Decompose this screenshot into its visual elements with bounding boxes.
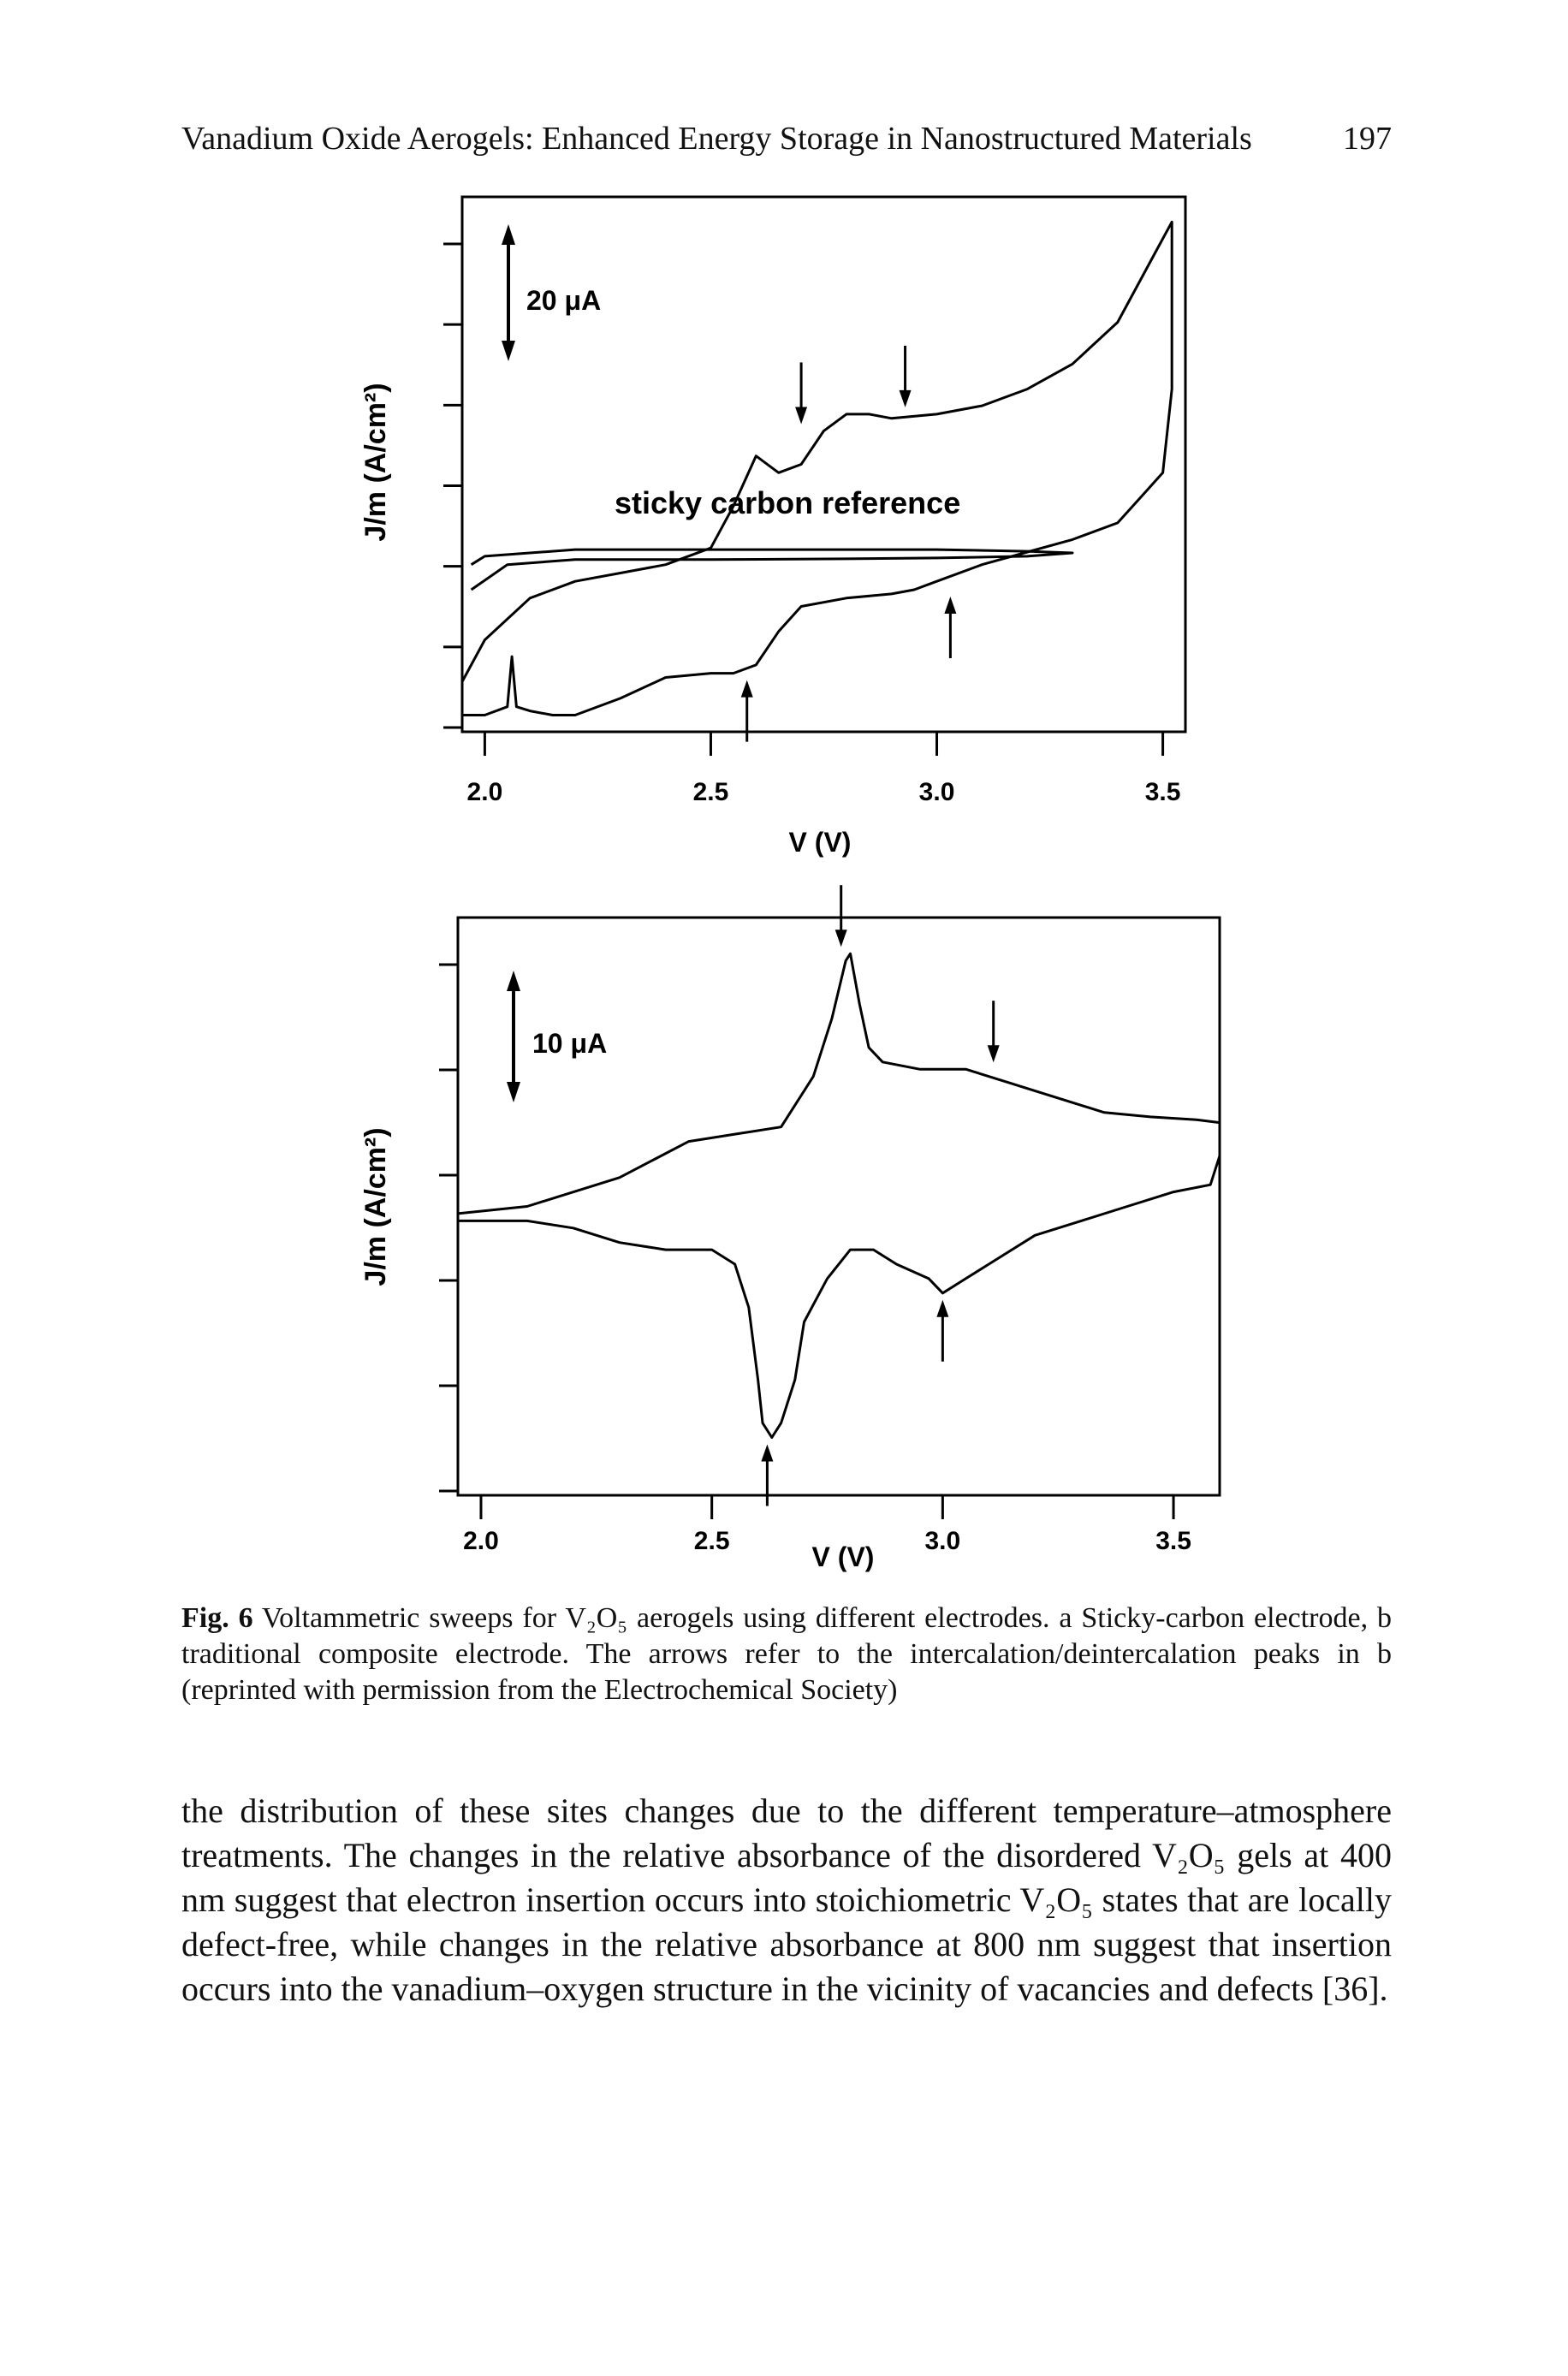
panel-b-x-ticks: 2.0 2.5 3.0 3.5: [463, 1495, 1191, 1555]
cv-curve-1: [457, 952, 1221, 1439]
caption-label: Fig. 6: [181, 1602, 253, 1634]
panel-b: 2.0 2.5 3.0 3.5 10 μA J/m (A/cm²) V (V): [359, 885, 1221, 1572]
peak-arrow-head: [936, 1299, 949, 1317]
cv-curve-1: [460, 220, 1173, 716]
x-tick-label: 2.5: [694, 1527, 730, 1555]
panel-b-frame: [456, 916, 1221, 1497]
x-tick-label: 2.0: [467, 778, 503, 806]
panel-b-scale-label: 10 μA: [532, 1028, 607, 1059]
panel-b-curves: [457, 952, 1221, 1439]
caption-text: Voltammetric sweeps for V₂O₅ aerogels us…: [181, 1602, 1392, 1706]
panel-a-peak-arrows: [740, 345, 957, 742]
cv-curve-2: [470, 548, 1074, 591]
page-number: 197: [1343, 121, 1392, 157]
panel-a-curves: [460, 220, 1173, 716]
panel-a-frame: [460, 195, 1187, 734]
panel-a-x-label: V (V): [789, 827, 852, 858]
running-title: Vanadium Oxide Aerogels: Enhanced Energy…: [181, 121, 1252, 157]
voltammetry-figure: 2.0 2.5 3.0 3.5 20 μA sticky carbon referen…: [359, 195, 1221, 1572]
body-paragraph: the distribution of these sites changes …: [181, 1791, 1392, 2008]
x-tick-label: 3.5: [1155, 1527, 1191, 1555]
peak-arrow-head: [987, 1045, 1000, 1063]
x-tick-label: 2.0: [463, 1527, 499, 1555]
panel-a-scale-label: 20 μA: [526, 285, 601, 316]
peak-arrow-head: [944, 596, 957, 614]
peak-arrow-head: [761, 1444, 774, 1462]
peak-arrow-head: [795, 407, 808, 425]
x-tick-label: 3.0: [925, 1527, 961, 1555]
figure-caption: Fig. 6 Voltammetric sweeps for V₂O₅ aero…: [181, 1601, 1392, 1708]
panel-b-y-ticks: [439, 963, 458, 1493]
panel-a-y-ticks: [443, 242, 462, 729]
panel-b-y-label: J/m (A/cm²): [359, 1127, 392, 1286]
x-tick-label: 3.0: [919, 778, 955, 806]
x-tick-label: 3.5: [1145, 778, 1181, 806]
panel-b-x-label: V (V): [812, 1541, 875, 1572]
panel-a-annotation: sticky carbon reference: [615, 485, 960, 520]
peak-arrow-head: [740, 680, 753, 698]
running-header: Vanadium Oxide Aerogels: Enhanced Energy…: [181, 120, 1392, 163]
panel-a: 2.0 2.5 3.0 3.5 20 μA sticky carbon referen…: [359, 195, 1187, 858]
peak-arrow-head: [899, 389, 912, 407]
panel-a-scale-bar: [502, 224, 515, 361]
figure-6: 2.0 2.5 3.0 3.5 20 μA sticky carbon referen…: [359, 195, 1221, 1572]
panel-a-y-label: J/m (A/cm²): [359, 383, 392, 541]
panel-b-scale-bar: [507, 971, 520, 1102]
x-tick-label: 2.5: [693, 778, 729, 806]
panel-a-x-ticks: 2.0 2.5 3.0 3.5: [467, 732, 1181, 806]
peak-arrow-head: [834, 930, 847, 947]
panel-b-peak-arrows: [761, 885, 1000, 1506]
